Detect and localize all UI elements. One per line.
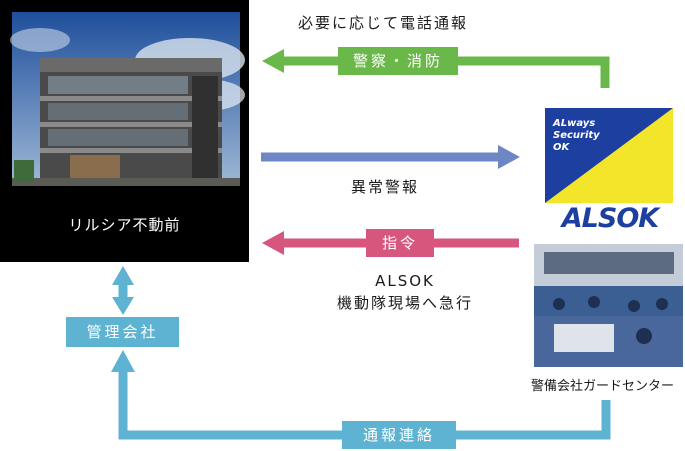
logo-line-3: OK [553,142,571,153]
logo-line-2: Security [553,130,600,141]
logo-line-1: ALways [552,118,595,129]
alarm-arrow [261,145,520,169]
command-label: 指令 [366,229,434,257]
building-name: リルシア不動前 [68,216,181,234]
dispatch-note-line-2: 機動隊現場へ急行 [336,294,473,312]
building-photo [0,0,249,262]
management-link-arrow [112,266,134,315]
alarm-note: 異常警報 [351,178,420,196]
phone-report-note: 必要に応じて電話通報 [298,14,469,32]
building-illustration [10,12,245,186]
guard-center-photo [534,244,683,367]
report-contact-label: 通報連絡 [342,421,456,449]
dispatch-note-line-1: ALSOK [375,272,435,290]
alsok-wordmark: ALSOK [561,203,659,234]
guard-center-name: 警備会社ガードセンター [530,379,674,394]
police-fire-label: 警察・消防 [338,47,458,75]
dispatch-note: ALSOK 機動隊現場へ急行 [300,270,510,314]
management-company-label: 管理会社 [66,317,179,347]
alsok-logo: ALways Security OK [545,108,673,203]
